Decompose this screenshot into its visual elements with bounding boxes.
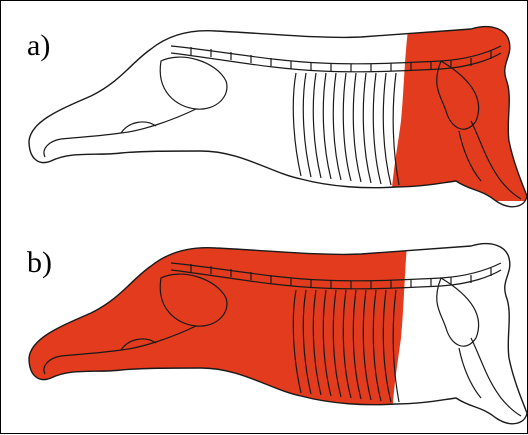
carcass-diagram-b [1,218,528,435]
panel-b: b) [1,218,528,435]
hindquarter-cut-a [29,21,528,207]
carcass-diagram-a [1,1,528,218]
panel-a: a) [1,1,528,218]
